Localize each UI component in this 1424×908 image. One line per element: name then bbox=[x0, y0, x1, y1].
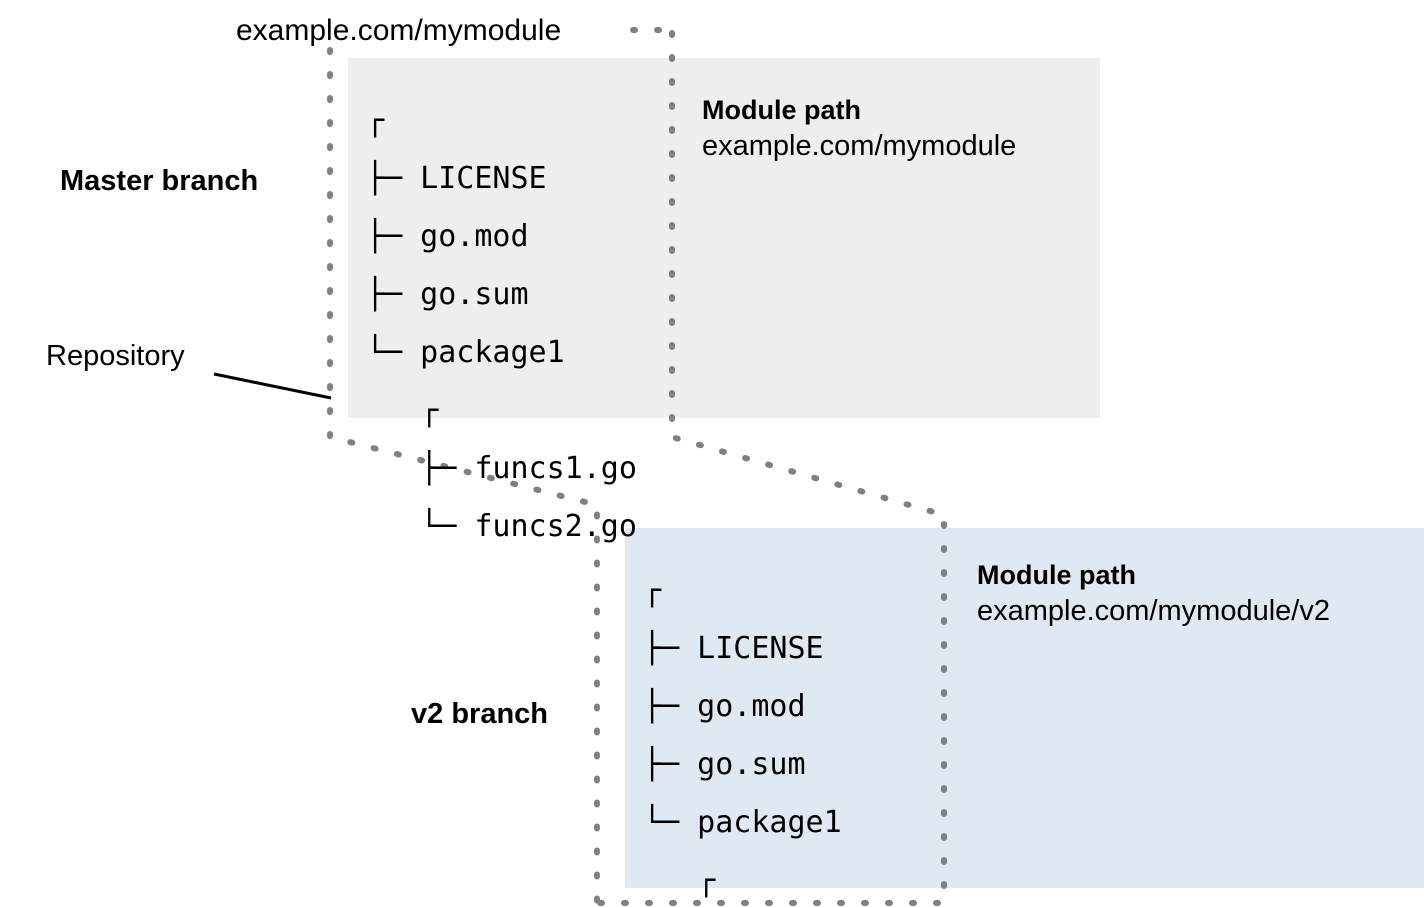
repository-label: Repository bbox=[46, 340, 185, 372]
v2-branch-label: v2 branch bbox=[411, 698, 548, 730]
repository-url-label: example.com/mymodule bbox=[236, 14, 562, 47]
master-module-path-value: example.com/mymodule bbox=[702, 130, 1017, 162]
v2-module-path-callout: Module path example.com/mymodule/v2 bbox=[977, 558, 1330, 630]
master-module-path-title: Module path bbox=[702, 95, 861, 125]
v2-module-path-value: example.com/mymodule/v2 bbox=[977, 595, 1330, 627]
v2-module-path-title: Module path bbox=[977, 560, 1136, 590]
v2-branch-file-tree: ┌ ├─ LICENSE ├─ go.mod ├─ go.sum └─ pack… bbox=[643, 573, 842, 898]
master-module-path-callout: Module path example.com/mymodule bbox=[702, 93, 1016, 165]
master-branch-label: Master branch bbox=[60, 165, 259, 197]
repository-leader-line bbox=[213, 372, 332, 400]
master-branch-file-tree: ┌ ├─ LICENSE ├─ go.mod ├─ go.sum └─ pack… bbox=[366, 103, 637, 544]
